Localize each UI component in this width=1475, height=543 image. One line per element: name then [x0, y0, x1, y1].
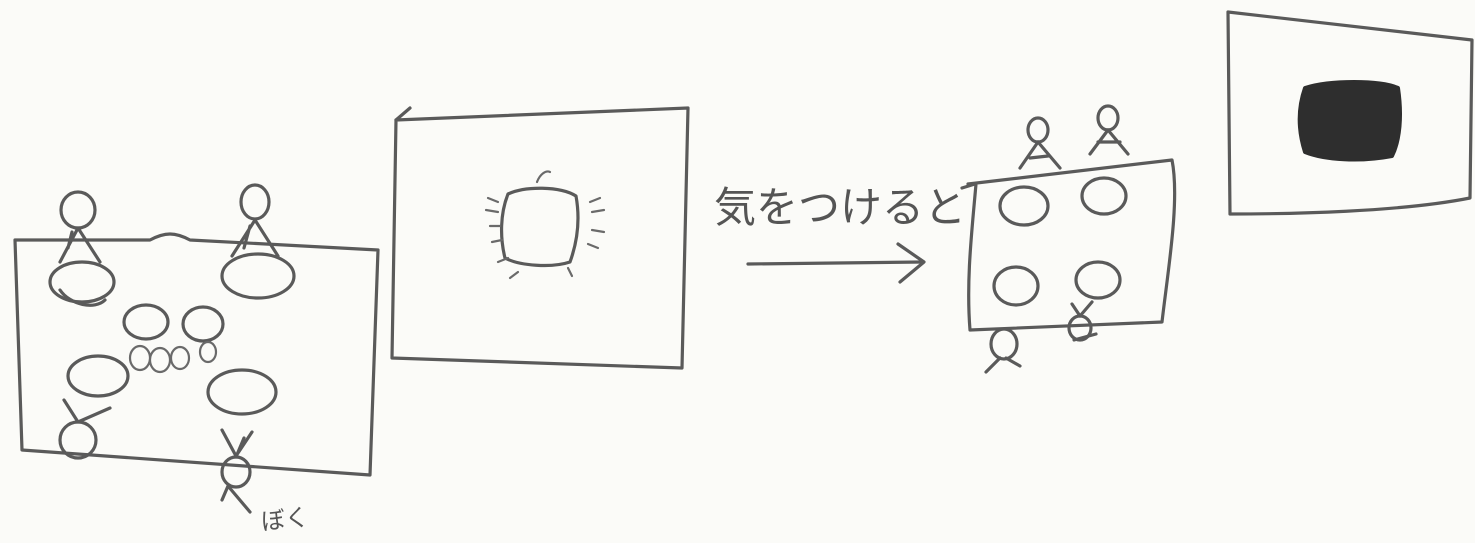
cup — [198, 340, 218, 364]
plate — [1080, 176, 1128, 216]
plate — [48, 260, 116, 304]
plate — [66, 354, 130, 398]
plate — [998, 185, 1050, 227]
glowing-tv-panel — [390, 106, 690, 370]
person-top-left — [58, 190, 102, 264]
cup — [148, 346, 172, 374]
plate — [220, 252, 296, 300]
person-top-left — [1018, 116, 1062, 170]
cup — [169, 345, 191, 371]
person-bottom-left — [984, 327, 1022, 374]
blackened-screen-frame — [1226, 10, 1474, 216]
person-bottom-right — [1067, 300, 1098, 342]
plate — [992, 265, 1040, 307]
person-top-middle — [230, 183, 280, 258]
person-bottom-left — [58, 398, 112, 460]
plate — [206, 368, 278, 416]
plate — [122, 303, 170, 341]
plate — [1074, 260, 1122, 300]
person-top-right — [1088, 104, 1130, 156]
person-me — [220, 428, 254, 514]
transition-arrow: 気をつけると — [714, 183, 966, 284]
sparse-room-panel — [960, 104, 1177, 374]
arrow-head — [896, 242, 926, 284]
cup — [128, 344, 152, 372]
sparse-room-table — [966, 158, 1177, 332]
arrow-shaft — [746, 260, 924, 266]
crowded-room-panel: ぼく — [13, 183, 380, 536]
glowing-tv-frame — [390, 106, 690, 370]
glow-rays — [484, 170, 606, 280]
tv-screen — [499, 186, 580, 268]
plate — [181, 305, 225, 343]
blackened-screen-panel — [1226, 10, 1474, 216]
arrow-caption: 気をつけると — [714, 183, 966, 232]
crowded-room-table — [13, 232, 380, 477]
blackened-screen — [1297, 80, 1402, 162]
me-label: ぼく — [260, 503, 311, 536]
